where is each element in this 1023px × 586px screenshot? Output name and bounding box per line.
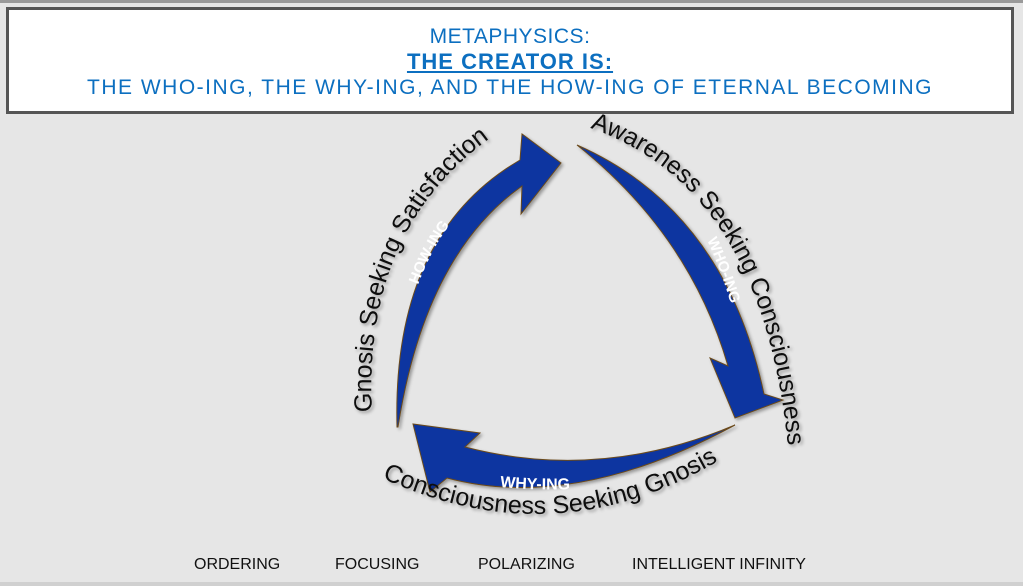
- who-ing-arrow: [576, 144, 785, 419]
- bottom-border: [0, 582, 1023, 586]
- footer-ordering: ORDERING: [194, 556, 281, 573]
- why-ing-label: WHY-ING: [500, 474, 571, 493]
- why-ing-arrow: [412, 423, 736, 493]
- footer-polarizing: POLARIZING: [478, 556, 575, 573]
- how-ing-arrow: [396, 133, 562, 428]
- title-box: METAPHYSICS: THE CREATOR IS: THE WHO-ING…: [6, 7, 1014, 114]
- top-border: [0, 0, 1023, 3]
- footer-focusing: FOCUSING: [335, 556, 420, 573]
- footer-labels: ORDERING FOCUSING POLARIZING INTELLIGENT…: [0, 556, 1023, 578]
- footer-intelligent-infinity: INTELLIGENT INFINITY: [632, 556, 806, 573]
- title-line-2: THE CREATOR IS:: [406, 49, 614, 74]
- title-line-1: METAPHYSICS:: [429, 25, 591, 48]
- title-line-3: THE WHO-ING, THE WHY-ING, AND THE HOW-IN…: [87, 76, 933, 99]
